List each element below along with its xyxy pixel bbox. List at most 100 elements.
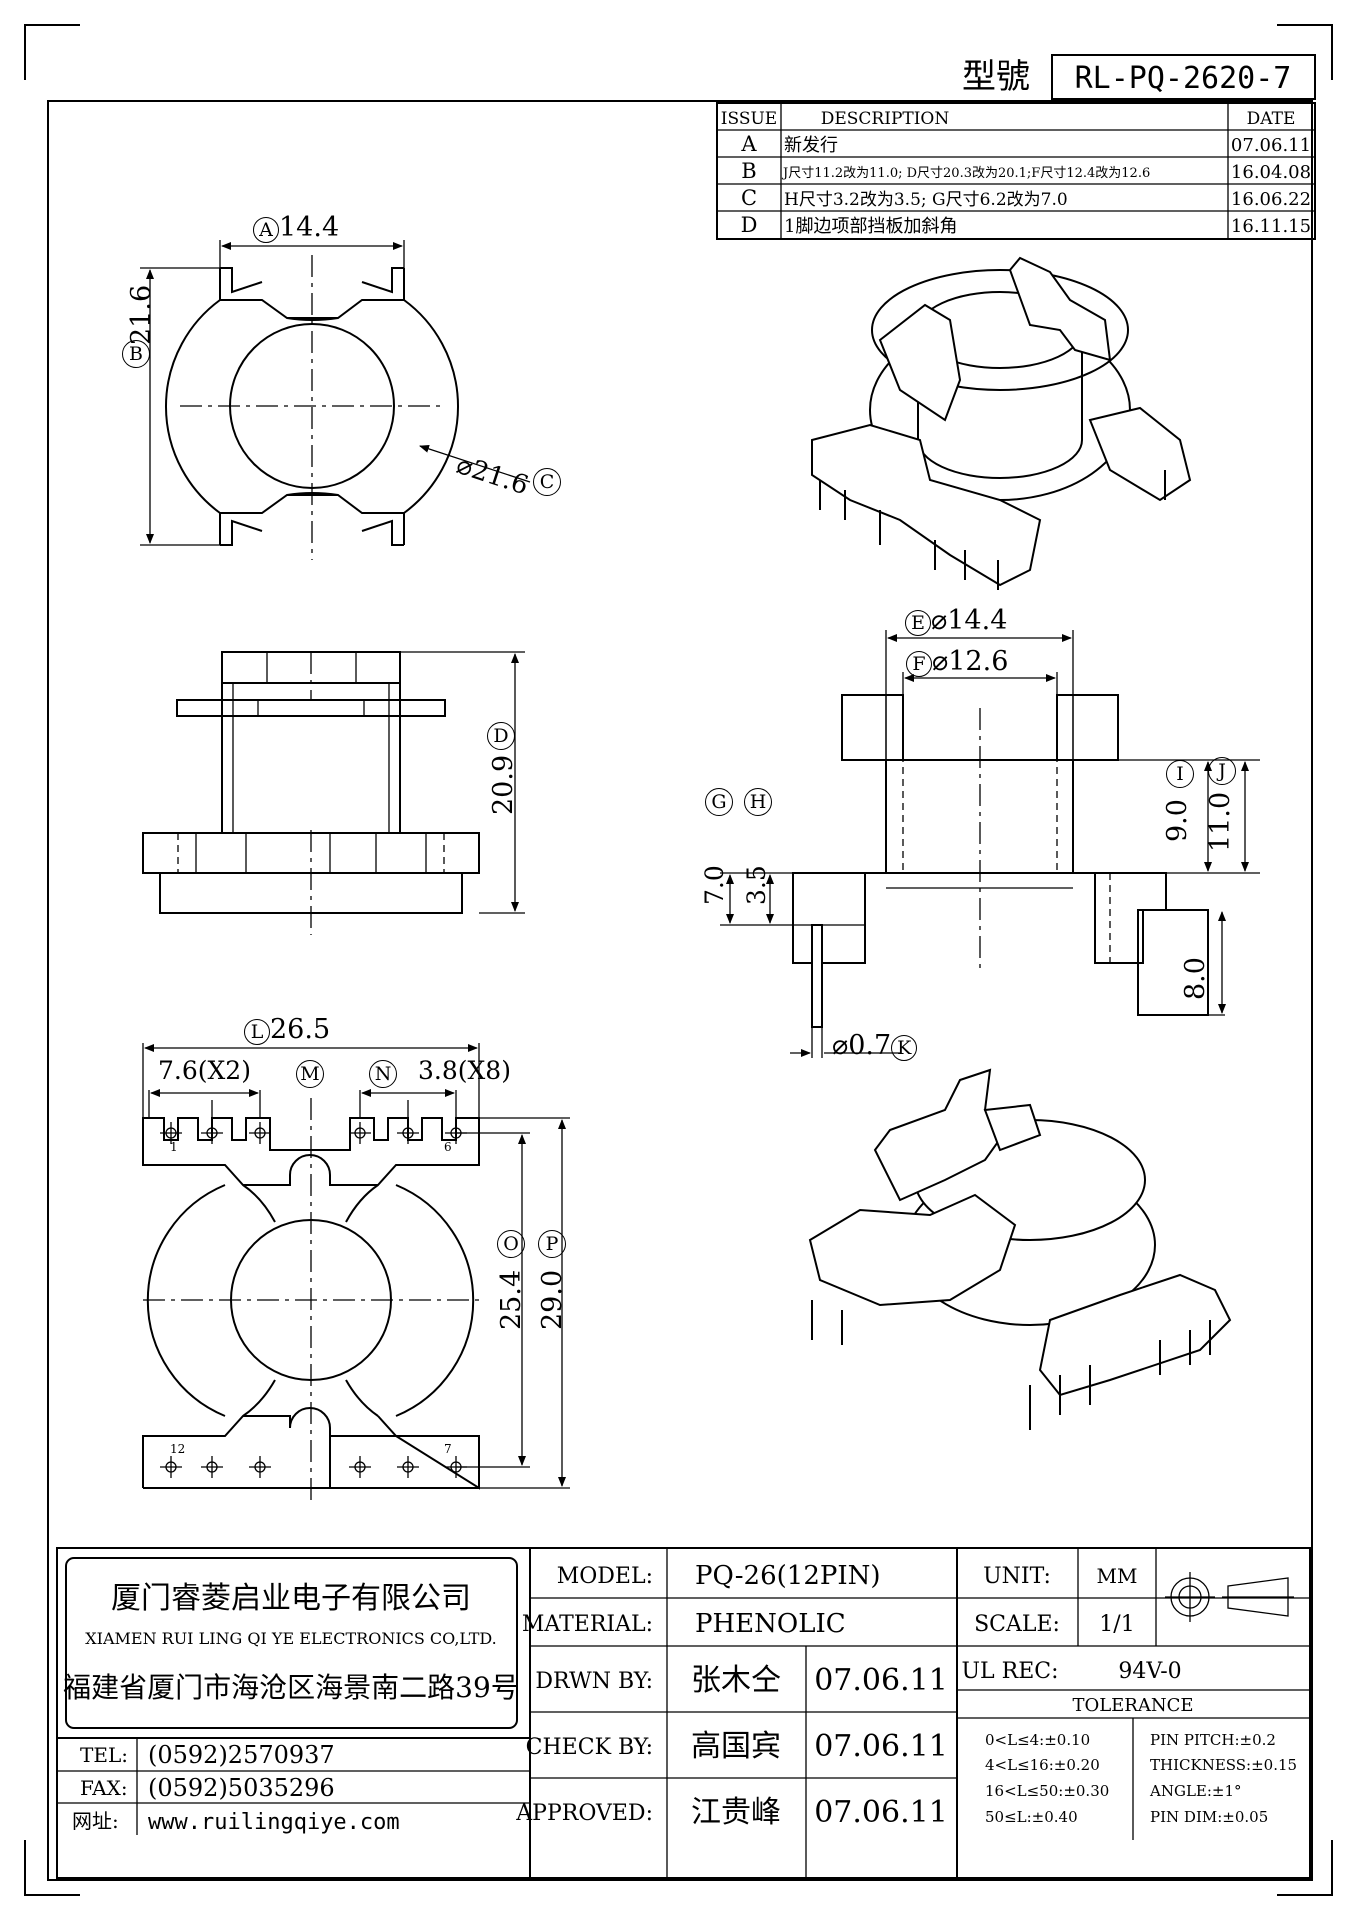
rev-description: 新发行 — [784, 135, 838, 156]
unit-label: UNIT: — [983, 1564, 1051, 1589]
drawn-by-value: 张木仝 — [691, 1663, 781, 1698]
isometric-view-top — [811, 256, 1192, 590]
ul-value: 94V-0 — [1118, 1659, 1181, 1684]
dim-i: 9.0 — [1162, 799, 1193, 842]
rev-header-date: DATE — [1247, 109, 1296, 129]
dim-value: 3.5 — [742, 865, 771, 905]
bottom-view — [142, 1043, 570, 1500]
dim-value: 20.9 — [488, 754, 519, 815]
rev-description: J尺寸11.2改为11.0; D尺寸20.3改为20.1;F尺寸12.4改为12… — [781, 166, 1150, 181]
scale-label: SCALE: — [974, 1612, 1060, 1637]
drawn-date: 07.06.11 — [814, 1663, 948, 1698]
revision-table: ISSUE DESCRIPTION DATE A 新发行 07.06.11 B … — [716, 102, 1316, 240]
dim-tag-circle: H — [744, 788, 772, 816]
web-label: 网址: — [72, 1809, 119, 1833]
rev-header-issue: ISSUE — [721, 109, 777, 129]
model-label: MODEL: — [557, 1564, 653, 1589]
tolerance-item: ANGLE:±1° — [1149, 1782, 1242, 1800]
dim-value: 8.0 — [1180, 957, 1211, 1000]
tolerance-item: THICKNESS:±0.15 — [1150, 1756, 1297, 1774]
check-by-value: 高国宾 — [691, 1729, 781, 1764]
tolerance-item: PIN PITCH:±0.2 — [1150, 1731, 1276, 1749]
dim-value: 9.0 — [1162, 799, 1193, 842]
drawn-by-label: DRWN BY: — [535, 1669, 653, 1694]
approved-date: 07.06.11 — [814, 1795, 948, 1830]
fax-value: (0592)5035296 — [148, 1774, 335, 1802]
dim-value: ⌀14.4 — [931, 605, 1008, 636]
web-value: www.ruilingqiye.com — [148, 1810, 400, 1835]
dim-pin-length: 8.0 — [1180, 957, 1211, 1000]
company-address: 福建省厦门市海沧区海景南二路39号 — [63, 1671, 519, 1704]
rev-issue: A — [740, 132, 757, 156]
rev-issue: B — [741, 159, 756, 183]
dim-value: 3.8(X8) — [418, 1056, 511, 1085]
tolerance-item: 16<L≤50:±0.30 — [985, 1782, 1109, 1800]
material-label: MATERIAL: — [522, 1612, 653, 1637]
isometric-view-bottom — [808, 1068, 1232, 1430]
dim-tag-circle: B — [122, 340, 150, 368]
projection-symbol — [1165, 1572, 1294, 1622]
tel-value: (0592)2570937 — [148, 1741, 335, 1769]
dim-p: 29.0 — [537, 1270, 568, 1330]
dim-value: ⌀0.7 — [832, 1030, 892, 1061]
dim-value: 25.4 — [496, 1269, 527, 1330]
rev-date: 16.04.08 — [1231, 162, 1311, 183]
dim-tag-circle: G — [705, 788, 733, 816]
dim-tag-circle: I — [1166, 760, 1194, 788]
dim-value: 21.6 — [126, 284, 157, 345]
dim-f: F⌀12.6 — [906, 646, 1008, 677]
model-header-label: 型號 — [962, 57, 1030, 97]
dim-value: 7.0 — [700, 865, 729, 905]
dim-e: E⌀14.4 — [905, 605, 1007, 636]
tolerance-item: PIN DIM:±0.05 — [1150, 1808, 1268, 1826]
check-date: 07.06.11 — [814, 1729, 948, 1764]
dim-m: 7.6(X2) — [158, 1056, 251, 1085]
title-block: 厦门睿菱启业电子有限公司 XIAMEN RUI LING QI YE ELECT… — [56, 1547, 1311, 1879]
dim-tag-circle: E — [905, 610, 931, 636]
dim-o: 25.4 — [496, 1270, 527, 1330]
material-value: PHENOLIC — [695, 1609, 846, 1639]
dim-value: 7.6(X2) — [158, 1056, 251, 1085]
company-name-en: XIAMEN RUI LING QI YE ELECTRONICS CO,LTD… — [85, 1629, 497, 1648]
rev-issue: D — [741, 213, 758, 237]
model-header: 型號 RL-PQ-2620-7 — [962, 54, 1316, 100]
model-number: RL-PQ-2620-7 — [1075, 61, 1292, 96]
dim-j: 11.0 — [1205, 792, 1236, 852]
dim-value: 26.5 — [270, 1014, 331, 1045]
side-view — [142, 651, 525, 935]
check-by-label: CHECK BY: — [526, 1735, 653, 1760]
dim-value: 14.4 — [279, 212, 340, 243]
dim-tag-circle: D — [487, 722, 515, 750]
scale-value: 1/1 — [1099, 1612, 1134, 1637]
rev-date: 07.06.11 — [1231, 135, 1311, 156]
rev-issue: C — [741, 186, 757, 210]
pin-number: 7 — [444, 1442, 452, 1456]
dim-d: 20.9 — [488, 755, 519, 815]
pin-number: 6 — [444, 1140, 452, 1154]
dim-n: 3.8(X8) — [418, 1056, 511, 1085]
dim-tag-circle: L — [244, 1019, 270, 1045]
rev-date: 16.06.22 — [1231, 189, 1311, 210]
rev-description: 1脚边项部挡板加斜角 — [784, 216, 957, 237]
tolerance-item: 0<L≤4:±0.10 — [985, 1731, 1090, 1749]
dim-tag-circle: M — [296, 1060, 324, 1088]
rev-date: 16.11.15 — [1231, 216, 1311, 237]
fax-label: FAX: — [80, 1776, 128, 1800]
dim-tag-circle: F — [906, 651, 932, 677]
corner-marks — [24, 24, 1333, 1896]
ul-label: UL REC: — [961, 1659, 1058, 1684]
tolerance-label: TOLERANCE — [1072, 1695, 1193, 1716]
model-value: PQ-26(12PIN) — [695, 1561, 881, 1591]
tolerance-item: 50≤L:±0.40 — [985, 1808, 1078, 1826]
dim-value: 11.0 — [1205, 791, 1236, 852]
dim-tag-circle: O — [497, 1230, 525, 1258]
approved-value: 江贵峰 — [691, 1795, 781, 1830]
dim-tag-circle: C — [533, 468, 561, 496]
dim-b: 21.6 — [126, 285, 157, 345]
tolerance-item: 4<L≤16:±0.20 — [985, 1756, 1100, 1774]
dim-tag-circle: P — [538, 1230, 566, 1258]
